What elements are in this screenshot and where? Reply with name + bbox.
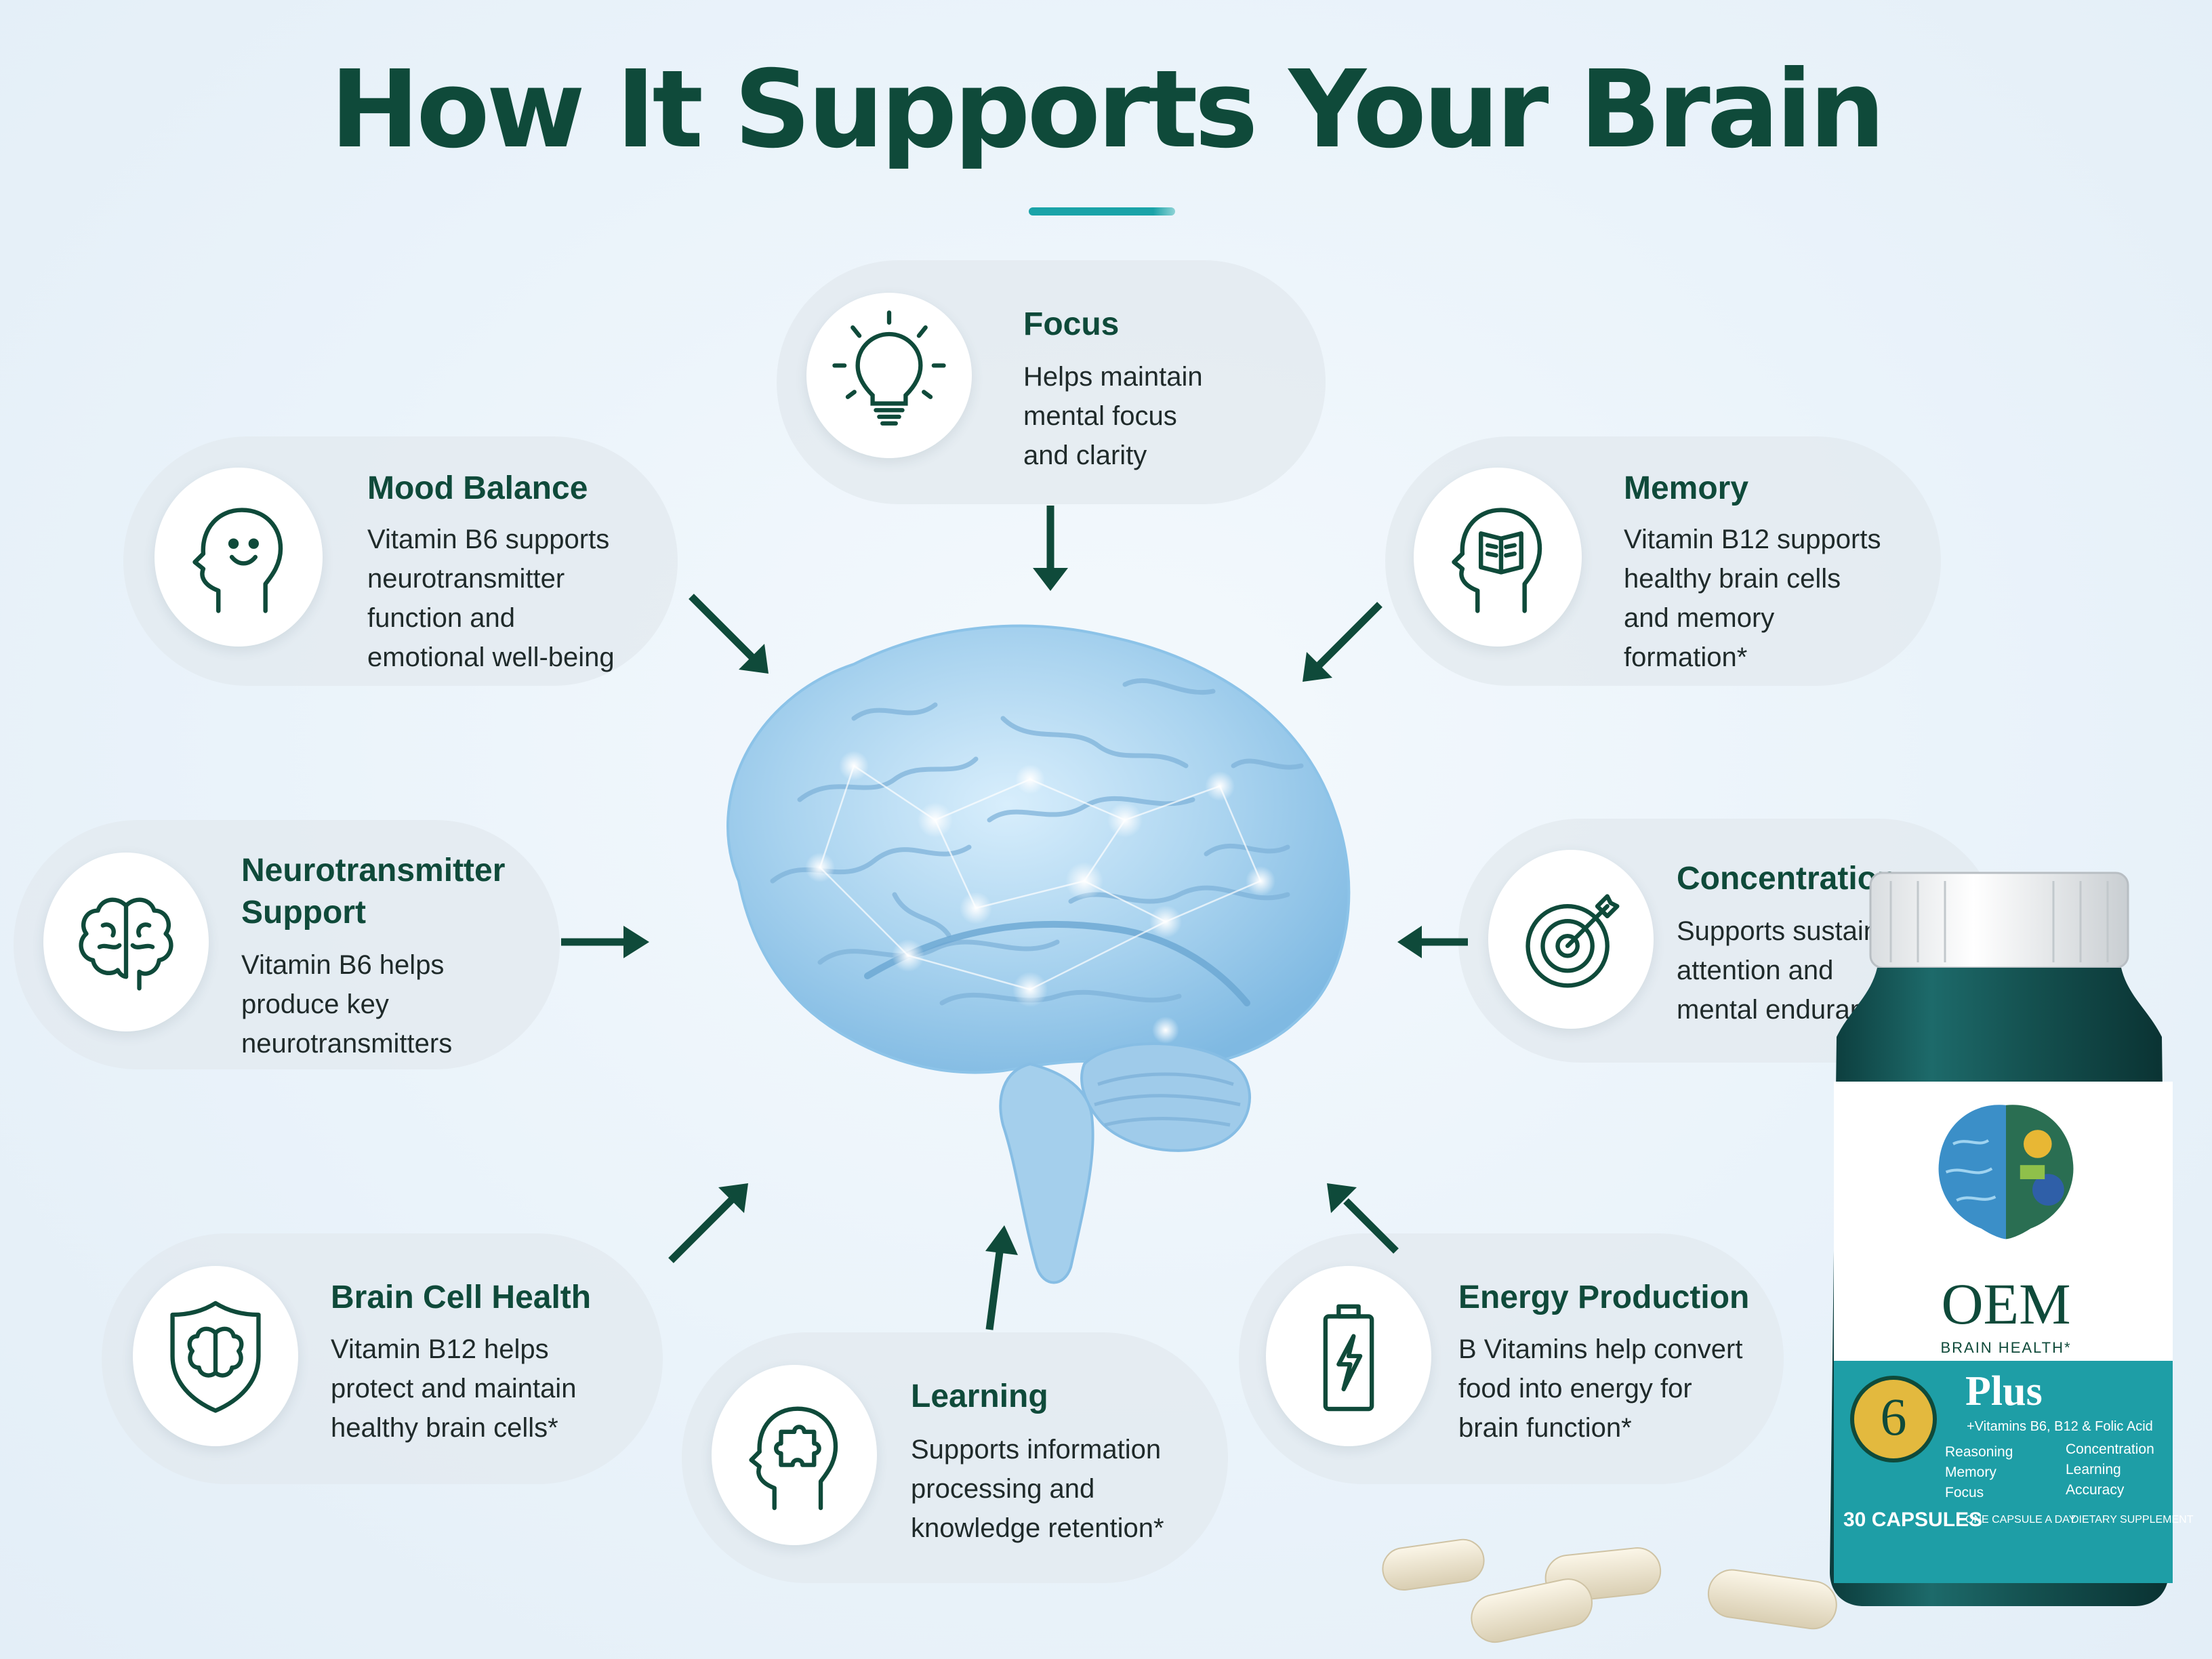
smiling-head-icon xyxy=(155,468,323,647)
energy-production-title: Energy Production xyxy=(1458,1279,1750,1315)
arrow-memory xyxy=(1303,602,1382,682)
label-dose: ONE CAPSULE A DAY xyxy=(1965,1514,2076,1525)
capsules xyxy=(1369,1511,1857,1647)
arrow-mood-balance xyxy=(689,594,769,674)
shield-brain-icon xyxy=(133,1266,298,1446)
label-product: Plus xyxy=(1965,1368,2043,1414)
brain-illustration xyxy=(651,596,1410,1308)
battery-bolt-icon xyxy=(1266,1266,1431,1446)
head-book-icon xyxy=(1414,468,1582,647)
concentration-title: Concentration xyxy=(1677,861,1898,897)
label-count: 30 CAPSULES xyxy=(1843,1509,1983,1531)
arrow-focus xyxy=(1033,506,1068,591)
brain-cell-health-title: Brain Cell Health xyxy=(331,1279,592,1315)
arrow-energy-production xyxy=(1327,1183,1399,1254)
label-subtitle: BRAIN HEALTH* xyxy=(1940,1339,2072,1356)
label-brain-art xyxy=(1938,1105,2074,1240)
lightbulb-icon xyxy=(806,293,972,458)
arrow-brain-cell-health xyxy=(668,1183,748,1263)
product-bottle: OEM BRAIN HEALTH* 6 Plus +Vitamins B6, B… xyxy=(1823,861,2194,1620)
arrow-neurotransmitter-support xyxy=(561,926,649,958)
title-underline xyxy=(1029,207,1175,216)
label-badge-number: 6 xyxy=(1880,1387,1907,1446)
page-title: How It Supports Your Brain xyxy=(329,47,1885,172)
mood-balance-title: Mood Balance xyxy=(367,470,588,506)
label-type: DIETARY SUPPLEMENT xyxy=(2071,1514,2194,1525)
memory-title: Memory xyxy=(1624,470,1749,506)
label-badge: 6 xyxy=(1850,1376,1937,1462)
learning-title: Learning xyxy=(911,1378,1048,1414)
focus-title: Focus xyxy=(1023,306,1120,342)
label-vitamins: +Vitamins B6, B12 & Folic Acid xyxy=(1967,1419,2153,1434)
arrow-learning xyxy=(985,1225,1018,1330)
target-icon xyxy=(1488,850,1654,1029)
head-puzzle-icon xyxy=(712,1365,877,1545)
label-brand: OEM xyxy=(1941,1271,2071,1336)
arrow-concentration xyxy=(1397,926,1468,958)
brain-icon xyxy=(43,853,209,1031)
